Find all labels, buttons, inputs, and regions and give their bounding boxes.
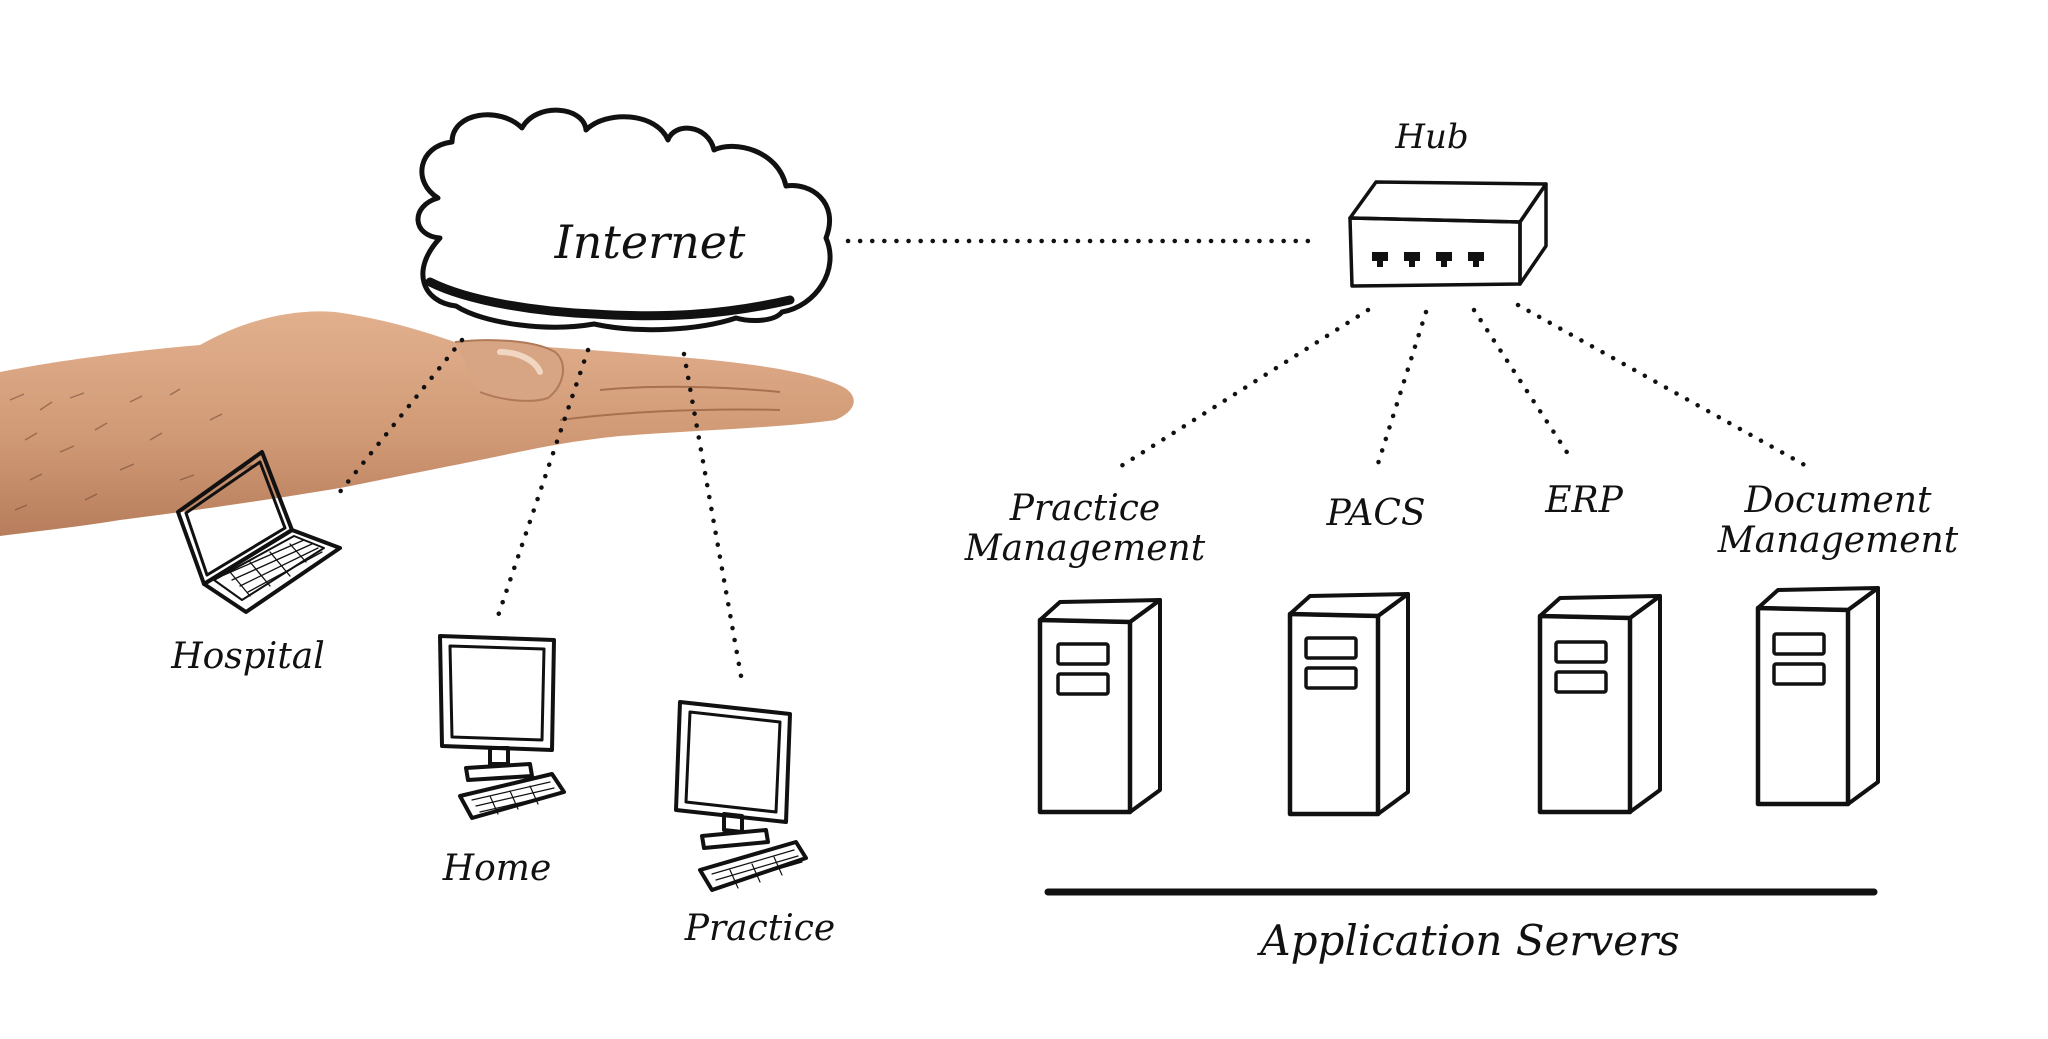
internet-label: Internet [554,215,746,269]
server-group-label: Application Servers [1256,916,1679,965]
laptop-icon [176,450,342,614]
client-practice: Practice [674,700,836,949]
hub-erp-connector [1471,307,1575,463]
server-label-line: PACS [1325,493,1425,534]
internet-cloud: Internet [415,107,833,333]
server-tower-icon [1755,586,1880,807]
server-tower-icon [1287,592,1410,817]
server-erp: ERP [1537,480,1662,815]
hub-document-management-connector [1515,302,1813,471]
client-home: Home [438,634,566,889]
server-label-line: Document [1744,480,1933,521]
client-hospital-label: Hospital [170,636,325,677]
hub-label: Hub [1394,117,1468,157]
desktop-computer-icon [438,634,566,820]
internet-home-connector [495,347,591,619]
desktop-computer-icon [674,700,808,892]
server-practice-management: Practice Management [964,488,1206,815]
internet-hospital-connector [332,337,465,501]
hub-icon [1348,180,1548,288]
server-pacs: PACS [1287,493,1426,817]
hand-image [0,311,854,536]
server-document-management: Document Management [1717,480,1959,807]
server-label-line: Management [1717,520,1959,561]
server-group: Application Servers [1044,888,1878,965]
client-practice-label: Practice [684,908,836,949]
cloud-icon [415,107,833,333]
server-tower-icon [1037,598,1162,815]
client-home-label: Home [442,848,552,889]
server-label-line: ERP [1544,480,1623,521]
client-hospital: Hospital [170,450,342,677]
server-tower-icon [1537,594,1662,815]
server-label-line: Practice [1009,488,1161,529]
hub-pacs-connector [1373,309,1429,473]
server-label-line: Management [964,528,1206,569]
connectors [332,238,1813,679]
hub-practice-management-connector [1115,307,1371,471]
hub: Hub [1348,117,1548,288]
